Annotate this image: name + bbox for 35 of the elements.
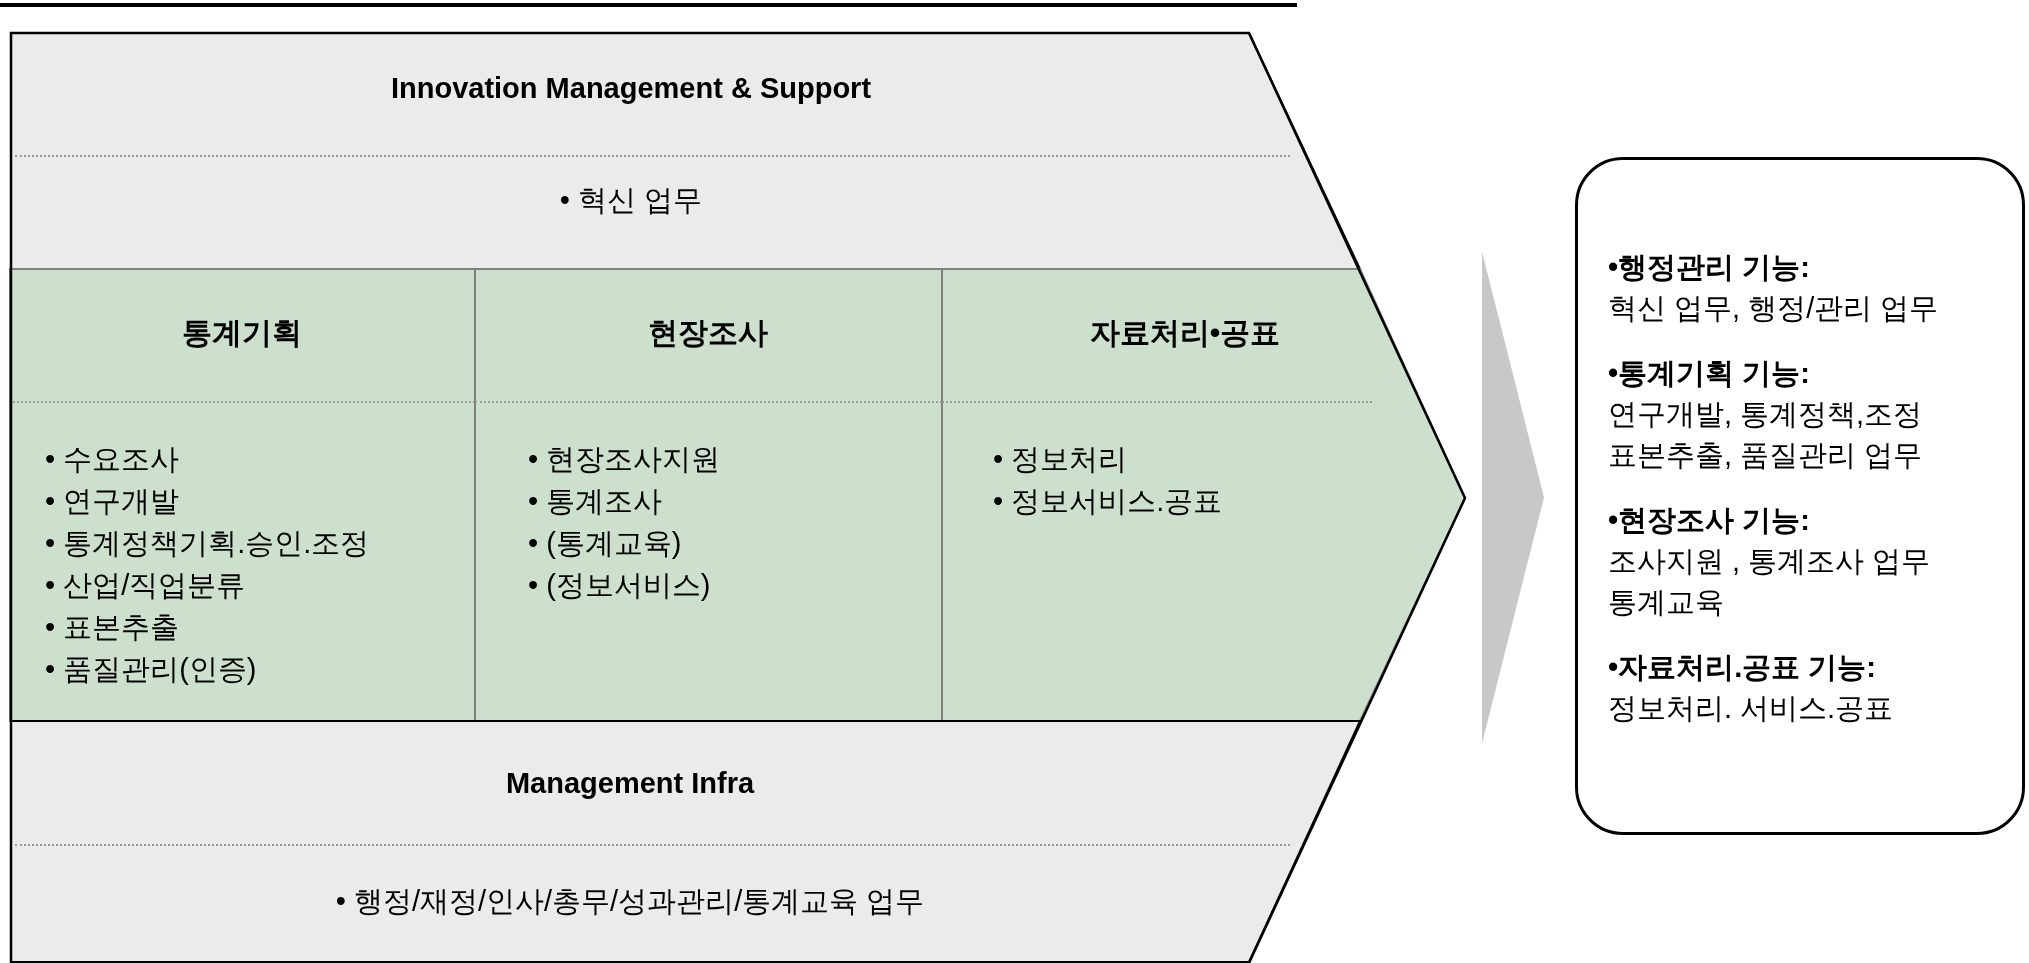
body-text: 조사지원 , 통계조사 업무 통계교육 <box>1608 544 1932 620</box>
list-item: • (정보서비스) <box>528 568 711 603</box>
body-text: 정보처리. 서비스.공표 <box>1608 691 1895 726</box>
body-text: 혁신 업무, 행정/관리 업무 <box>1608 291 1940 326</box>
list-item: • (통계교육) <box>528 526 682 561</box>
block-arrow <box>1482 251 1544 744</box>
band-heading: Management Infra <box>505 766 755 801</box>
list-item: • 수요조사 <box>45 442 180 477</box>
column-panel <box>475 269 942 721</box>
section-heading: •현장조사 기능: <box>1608 503 1811 538</box>
column-heading: 현장조사 <box>648 315 768 351</box>
band-heading: Innovation Management & Support <box>390 71 872 106</box>
body-text: 연구개발, 통계정책,조정 표본추출, 품질관리 업무 <box>1608 397 1924 473</box>
column-panel <box>10 269 475 721</box>
list-item: • 산업/직업분류 <box>45 568 246 603</box>
chevron-shape <box>10 32 1466 963</box>
list-item: • 품질관리(인증) <box>45 652 257 687</box>
body-text: • 혁신 업무 <box>559 183 703 218</box>
band <box>10 32 1360 269</box>
body-text: • 행정/재정/인사/총무/성과관리/통계교육 업무 <box>335 884 925 919</box>
section-heading: •행정관리 기능: <box>1608 250 1811 285</box>
list-item: • 현장조사지원 <box>528 442 721 477</box>
column-heading: 자료처리•공표 <box>1089 315 1281 351</box>
column-panel <box>942 269 1466 721</box>
band <box>10 721 1360 963</box>
list-item: • 연구개발 <box>45 484 180 519</box>
column-heading: 통계기획 <box>182 315 302 351</box>
list-item: • 통계정책기획.승인.조정 <box>45 526 370 561</box>
section-heading: •통계기획 기능: <box>1608 356 1811 391</box>
list-item: • 표본추출 <box>45 610 180 645</box>
section-heading: •자료처리.공표 기능: <box>1608 650 1877 685</box>
list-item: • 정보처리 <box>993 442 1128 477</box>
list-item: • 정보서비스.공표 <box>993 484 1223 519</box>
summary-box <box>1575 157 2025 835</box>
list-item: • 통계조사 <box>528 484 663 519</box>
